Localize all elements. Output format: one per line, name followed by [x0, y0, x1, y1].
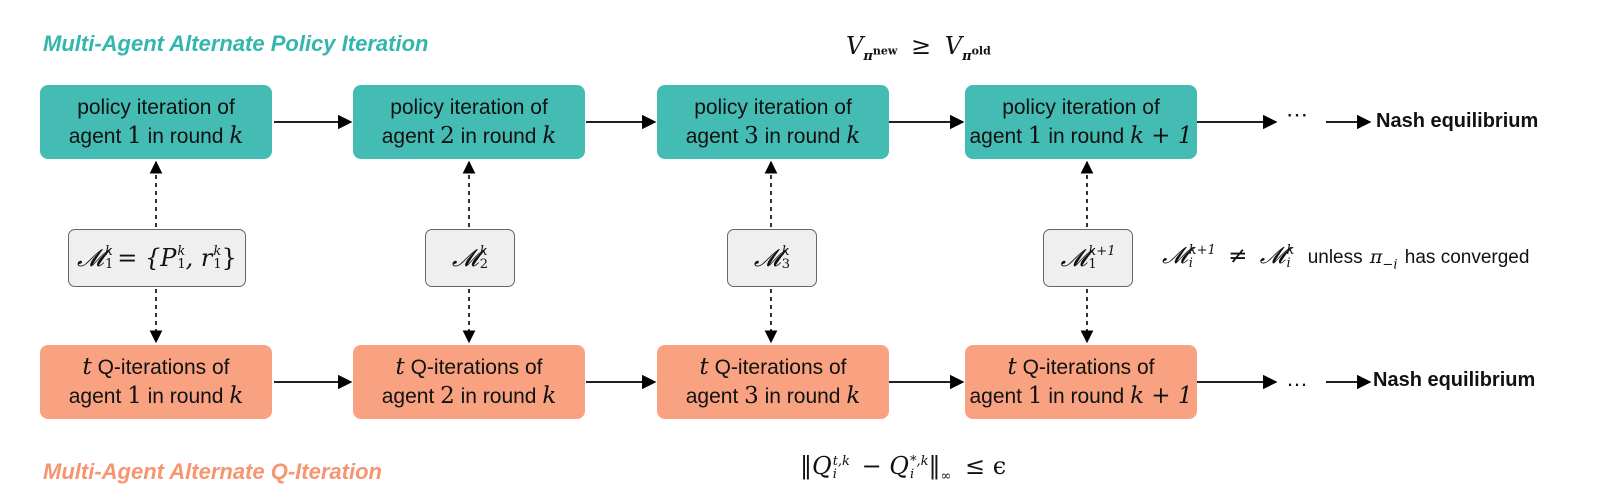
nash-equilibrium-bottom: Nash equilibrium	[1373, 369, 1536, 391]
policy-box-agent-3-round-k: policy iteration of agent 3 in round k	[657, 85, 889, 159]
policy-box-agent-2-round-k: policy iteration of agent 2 in round k	[353, 85, 585, 159]
policy-iteration-title: Multi-Agent Alternate Policy Iteration	[43, 31, 429, 56]
ellipsis-bottom: …	[1286, 366, 1311, 391]
nash-equilibrium-top: Nash equilibrium	[1376, 110, 1539, 132]
box-label: policy iteration of	[390, 96, 548, 119]
value-improvement-equation: Vπnew ≥ Vπold	[846, 32, 991, 64]
q-iteration-title: Multi-Agent Alternate Q-Iteration	[43, 459, 382, 484]
box-label: policy iteration of	[694, 96, 852, 119]
box-label: policy iteration of	[77, 96, 235, 119]
ellipsis-top: ⋯	[1286, 102, 1311, 127]
policy-box-agent-1-round-k: policy iteration of agent 1 in round k	[40, 85, 272, 159]
q-box-agent-3-round-k: t Q-iterations of agent 3 in round k	[657, 345, 889, 419]
q-box-agent-1-round-k: t Q-iterations of agent 1 in round k	[40, 345, 272, 419]
q-box-agent-1-round-k-plus-1: t Q-iterations of agent 1 in round k + 1	[965, 345, 1197, 419]
q-box-agent-2-round-k: t Q-iterations of agent 2 in round k	[353, 345, 585, 419]
box-label: policy iteration of	[1002, 96, 1160, 119]
policy-box-agent-1-round-k-plus-1: policy iteration of agent 1 in round k +…	[965, 85, 1197, 159]
